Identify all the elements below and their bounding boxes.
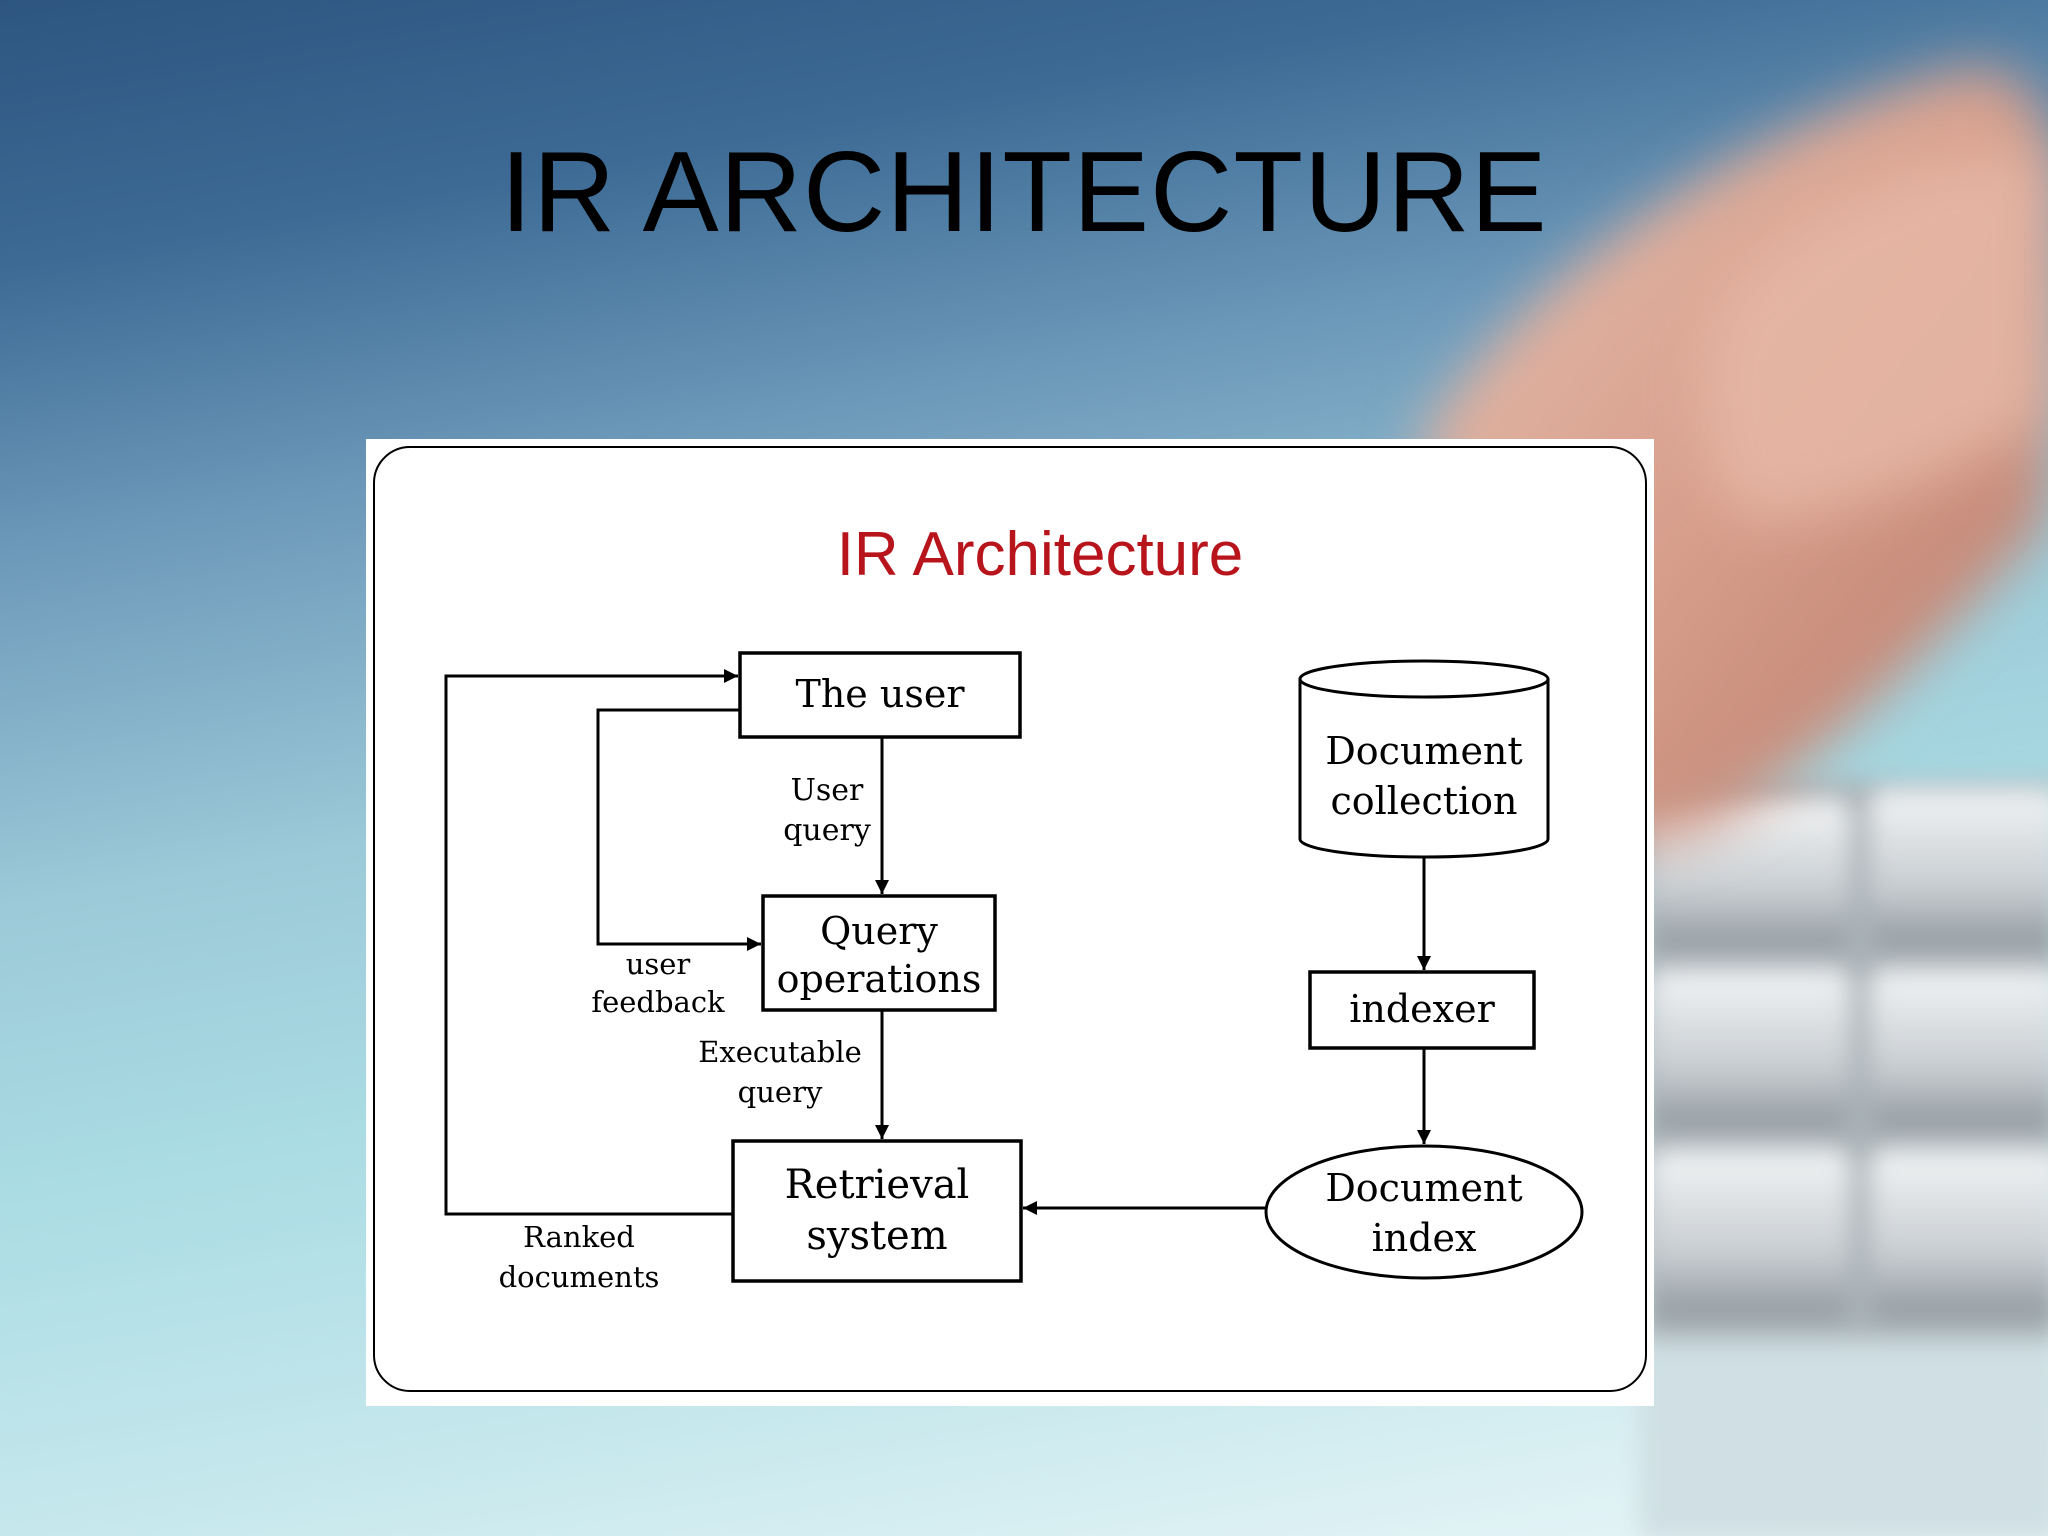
ir-architecture-diagram: IR Architecture The user Query operation… <box>373 446 1647 1392</box>
node-document-index: Document index <box>1264 1144 1584 1280</box>
keyboard-keys <box>1640 780 2048 1536</box>
edge-label-ranked-documents-line1: Ranked <box>523 1220 635 1254</box>
edge-ranked-documents <box>444 669 738 1216</box>
diagram-image: IR Architecture The user Query operation… <box>366 439 1654 1406</box>
node-the-user-label: The user <box>795 672 965 716</box>
edge-label-user-query-line1: User <box>791 773 864 808</box>
node-retrieval-system: Retrieval system <box>731 1139 1023 1283</box>
edge-label-user-query-line2: query <box>783 813 871 848</box>
slide-title: IR ARCHITECTURE <box>500 129 1548 256</box>
node-document-collection: Document collection <box>1298 659 1550 859</box>
edge-label-executable-query-line2: query <box>738 1075 823 1109</box>
diagram-title: IR Architecture <box>837 520 1244 589</box>
node-retrieval-system-line2: system <box>806 1213 947 1259</box>
node-indexer: indexer <box>1308 970 1536 1050</box>
node-query-operations: Query operations <box>761 894 997 1012</box>
node-query-operations-line1: Query <box>820 909 938 953</box>
edge-label-user-feedback-line1: user <box>626 947 691 981</box>
node-query-operations-line2: operations <box>777 957 982 1001</box>
node-retrieval-system-line1: Retrieval <box>785 1162 970 1208</box>
node-document-index-line2: index <box>1372 1216 1477 1260</box>
node-the-user: The user <box>738 651 1022 739</box>
node-document-collection-line2: collection <box>1330 779 1517 823</box>
edge-label-ranked-documents-line2: documents <box>499 1260 660 1294</box>
node-indexer-label: indexer <box>1349 987 1495 1031</box>
edge-user-feedback <box>596 708 761 951</box>
edge-label-user-feedback-line2: feedback <box>591 985 725 1019</box>
node-document-collection-line1: Document <box>1325 729 1522 773</box>
node-document-index-line1: Document <box>1325 1166 1522 1210</box>
edge-label-executable-query-line1: Executable <box>698 1035 862 1069</box>
